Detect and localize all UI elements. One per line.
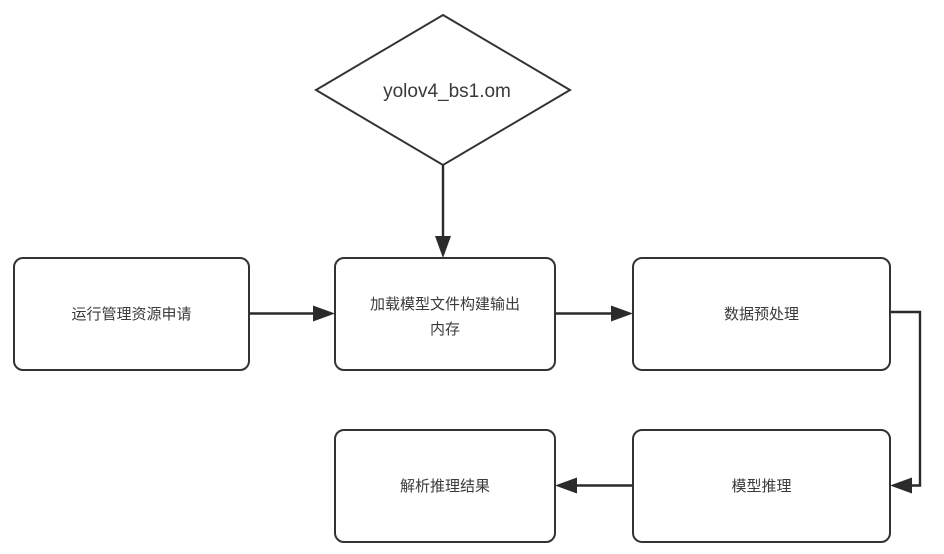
edge-load-to-preprocess	[555, 305, 633, 322]
edge-preprocess-to-inference	[890, 310, 922, 494]
node-model-file-label: yolov4_bs1.om	[383, 81, 511, 102]
node-inference-shape[interactable]	[632, 429, 891, 543]
node-preprocess-label: 数据预处理	[724, 306, 799, 323]
node-load-model-shape[interactable]	[334, 257, 556, 371]
edge-model-to-load	[435, 165, 451, 258]
edge-preprocess-to-inference-line	[890, 310, 922, 487]
node-load-model-label-line2: 内存	[430, 321, 460, 338]
diamond-shape[interactable]	[314, 13, 572, 167]
node-parse-result-shape[interactable]	[334, 429, 556, 543]
edge-resource-to-load-arrowhead	[313, 305, 335, 322]
node-parse-result[interactable]: 解析推理结果	[334, 429, 556, 543]
node-model-file[interactable]: yolov4_bs1.om	[314, 13, 572, 167]
node-load-model-label-line1: 加载模型文件构建输出	[370, 296, 520, 313]
edge-model-to-load-arrowhead	[435, 236, 451, 258]
node-resource-apply-label: 运行管理资源申请	[71, 306, 191, 323]
edge-preprocess-to-inference-arrowhead	[890, 477, 912, 494]
node-resource-apply[interactable]: 运行管理资源申请	[13, 257, 250, 371]
node-inference[interactable]: 模型推理	[632, 429, 891, 543]
node-preprocess[interactable]: 数据预处理	[632, 257, 891, 371]
node-parse-result-label: 解析推理结果	[400, 478, 490, 495]
node-resource-apply-shape[interactable]	[13, 257, 250, 371]
edge-resource-to-load	[249, 305, 335, 322]
node-load-model[interactable]: 加载模型文件构建输出 内存	[334, 257, 556, 371]
edge-inference-to-parse	[555, 477, 633, 494]
node-inference-label: 模型推理	[731, 478, 791, 495]
edge-inference-to-parse-arrowhead	[555, 477, 577, 494]
edge-load-to-preprocess-arrowhead	[611, 305, 633, 322]
node-preprocess-shape[interactable]	[632, 257, 891, 371]
